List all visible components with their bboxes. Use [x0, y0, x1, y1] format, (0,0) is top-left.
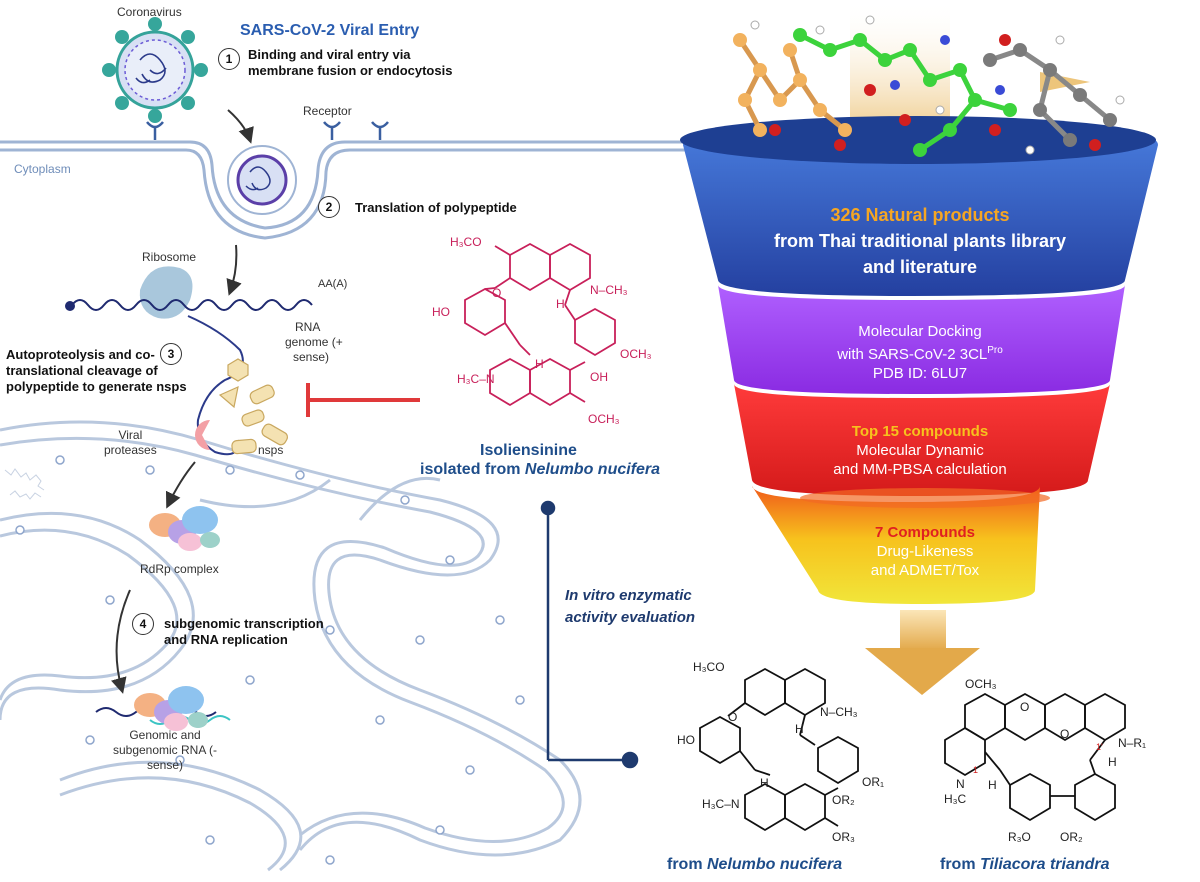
cell-membrane — [0, 140, 690, 240]
er-vesicles — [15, 455, 525, 865]
inhibition-symbol — [306, 383, 420, 417]
step-2-text: Translation of polypeptide — [355, 200, 517, 215]
bl-or3-label: OR₃ — [832, 830, 855, 844]
bl-h3cn-label: H₃C–N — [702, 797, 740, 811]
cleavage-arrow — [165, 461, 196, 509]
coronavirus-particle — [102, 17, 208, 123]
step-2-marker: 2 — [318, 196, 340, 218]
endocytosed-virus — [227, 145, 297, 215]
iso-oh-label: OH — [590, 370, 608, 384]
receptor-label: Receptor — [303, 104, 352, 118]
br-or2-label: OR₂ — [1060, 830, 1083, 844]
br-r3o-label: R₃O — [1008, 830, 1031, 844]
funnel-stage-4-text: 7 Compounds Drug-Likeness and ADMET/Tox — [870, 524, 980, 579]
iso-ho-label: HO — [432, 305, 450, 319]
viral-protease-icon — [195, 420, 210, 450]
rdrp-label: RdRp complex — [140, 562, 219, 576]
isoliensinine-structure — [464, 242, 616, 407]
funnel-stage-1 — [683, 120, 1158, 296]
nelumbo-scaffold-structure — [699, 667, 859, 832]
polypeptide-chain — [187, 315, 244, 456]
br-o-label-1: O — [1020, 700, 1030, 714]
bl-o-label: O — [728, 710, 738, 724]
funnel-stage-2-text: Molecular Docking with SARS-CoV-2 3CLPro… — [837, 323, 1003, 382]
page-title: SARS-CoV-2 Viral Entry — [240, 22, 420, 39]
iso-h3co-label: H₃CO — [450, 235, 482, 249]
replication-complex — [134, 686, 208, 731]
bl-ho-label: HO — [677, 733, 695, 747]
ribosome — [139, 266, 193, 319]
compound-source: isolated from Nelumbo nucifera — [420, 461, 661, 478]
funnel-stage-3 — [734, 384, 1110, 496]
br-och3-label: OCH₃ — [965, 677, 997, 691]
br-1-label: 1 — [973, 765, 979, 775]
rna-strand — [71, 299, 313, 311]
nsps-label: nsps — [258, 443, 284, 457]
coronavirus-label: Coronavirus — [117, 5, 182, 19]
bl-h-label-2: H — [760, 776, 769, 790]
br-h3c-label: H₃C — [944, 792, 967, 806]
bl-h-label-1: H — [795, 722, 804, 736]
iso-och3-label-1: OCH₃ — [620, 347, 652, 361]
ribosome-label: Ribosome — [142, 250, 197, 264]
tiliacora-scaffold-structure — [944, 692, 1126, 822]
iso-h3cn-label: H₃C–N — [457, 372, 495, 386]
rdrp-complex — [149, 506, 220, 551]
tiliacora-caption: from Tiliacora triandra — [940, 856, 1110, 873]
compound-name: Isoliensinine — [480, 442, 577, 459]
molecule-models — [733, 15, 1125, 157]
funnel-stage-4 — [752, 486, 1040, 604]
nelumbo-caption: from Nelumbo nucifera — [667, 856, 843, 873]
bl-or2-label: OR₂ — [832, 793, 855, 807]
br-h-label-2: H — [988, 778, 997, 792]
br-1prime-label: 1' — [1096, 742, 1103, 752]
br-n-label: N — [956, 777, 965, 791]
funnel-stage-3-text: Top 15 compounds Molecular Dynamic and M… — [833, 423, 1007, 478]
receptor-icon — [146, 121, 389, 140]
cytoplasm-label: Cytoplasm — [14, 162, 71, 176]
bl-nch3-label: N–CH₃ — [820, 705, 858, 719]
translation-arrow — [226, 244, 242, 296]
iso-h-label-2: H — [535, 357, 544, 371]
step-1-marker: 1 — [218, 48, 240, 70]
nsps-fragments — [218, 358, 289, 455]
bl-h3co-label: H₃CO — [693, 660, 725, 674]
rna-genome-label: RNA genome (+ sense) — [285, 320, 343, 364]
in-vitro-connector — [540, 500, 639, 769]
funnel-stage-1-text: 326 Natural products from Thai tradition… — [773, 205, 1067, 277]
step-3-marker: 3 — [160, 343, 182, 365]
poly-a-label: AA(A) — [318, 278, 348, 290]
iso-och3-label-2: OCH₃ — [588, 412, 620, 426]
iso-o-label: O — [492, 286, 502, 300]
br-nr1-label: N–R₁ — [1118, 736, 1147, 750]
iso-h-label-1: H — [556, 297, 565, 311]
funnel-stage-2 — [718, 285, 1125, 394]
rna-cap — [65, 301, 75, 311]
step-3-text: Autoproteolysis and co-translational cle… — [6, 347, 187, 394]
bl-or1-label: OR₁ — [862, 775, 885, 789]
br-h-label-1: H — [1108, 755, 1117, 769]
step-4-marker: 4 — [132, 613, 154, 635]
replication-arrow — [111, 589, 131, 694]
output-arrow — [865, 610, 980, 695]
endoplasmic-reticulum — [0, 420, 582, 872]
iso-nch3-label: N–CH₃ — [590, 283, 628, 297]
nucleus-fragment — [4, 468, 45, 500]
entry-arrow — [227, 109, 254, 144]
screening-funnel — [680, 116, 1158, 604]
br-o-label-2: O — [1060, 727, 1070, 741]
